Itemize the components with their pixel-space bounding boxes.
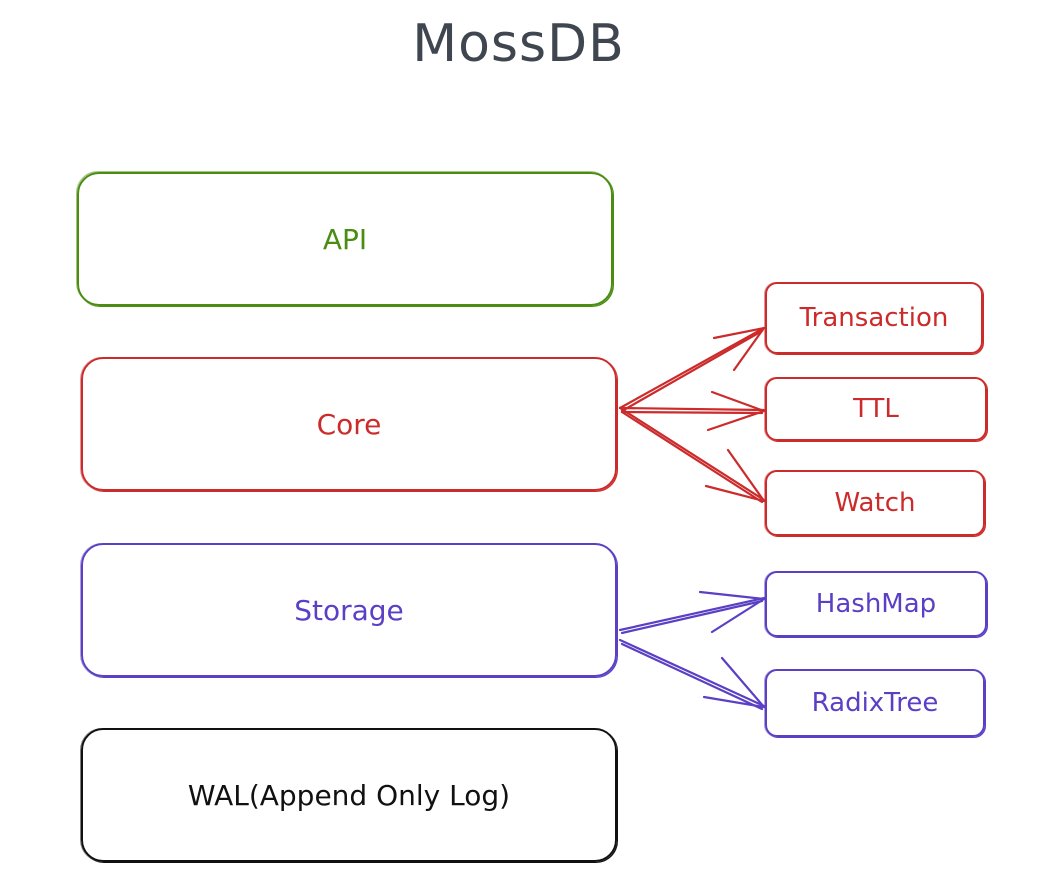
arrow-core-watch bbox=[618, 406, 766, 504]
storage-layer-box: Storage bbox=[81, 543, 617, 677]
transaction-label: Transaction bbox=[799, 303, 949, 333]
radixtree-label: RadixTree bbox=[811, 688, 939, 718]
core-layer-label: Core bbox=[316, 407, 382, 441]
wal-layer-box: WAL(Append Only Log) bbox=[81, 728, 617, 862]
api-layer-label: API bbox=[322, 222, 368, 256]
storage-layer-label: Storage bbox=[294, 593, 404, 627]
wal-layer-label: WAL(Append Only Log) bbox=[187, 778, 511, 812]
arrow-storage-hashmap bbox=[618, 590, 766, 635]
transaction-box: Transaction bbox=[765, 282, 983, 354]
hashmap-box: HashMap bbox=[765, 571, 987, 637]
ttl-box: TTL bbox=[765, 377, 987, 441]
arrow-core-ttl bbox=[618, 390, 766, 432]
radixtree-box: RadixTree bbox=[765, 669, 985, 737]
arrow-core-transaction bbox=[618, 326, 766, 413]
watch-box: Watch bbox=[765, 470, 985, 536]
arrow-storage-radixtree bbox=[618, 638, 766, 711]
ttl-label: TTL bbox=[853, 394, 899, 424]
api-layer-box: API bbox=[77, 172, 613, 306]
watch-label: Watch bbox=[834, 488, 916, 518]
core-layer-box: Core bbox=[81, 357, 617, 491]
diagram-title: MossDB bbox=[412, 14, 625, 74]
hashmap-label: HashMap bbox=[815, 589, 937, 619]
